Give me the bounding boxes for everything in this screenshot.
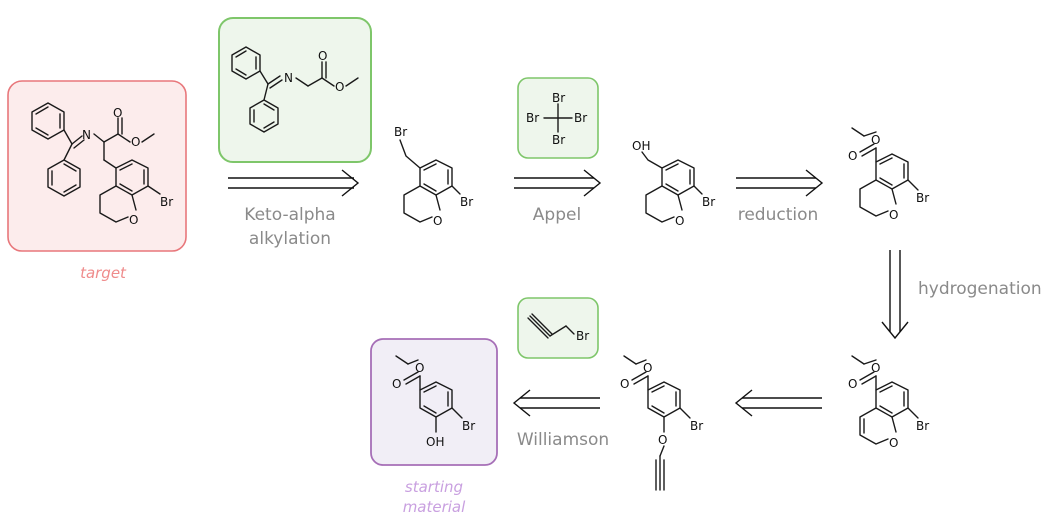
starting-material-box [370, 338, 498, 466]
propargyl-br-atom: Br [576, 329, 589, 343]
reagent-o-atom: O [318, 49, 327, 63]
intermediate3-ring-o-atom: O [889, 208, 898, 222]
intermediate3-carbonyl-o-atom: O [848, 149, 857, 163]
starting-material-label-line2: material [403, 498, 466, 516]
retro-arrow-1 [228, 169, 360, 197]
chromene-ester-intermediate: O O O Br [848, 355, 929, 450]
intermediate2-oh-atom: OH [632, 139, 650, 153]
propargyl-bromide-reagent: Br [527, 313, 589, 343]
intermediate1-ar-br-atom: Br [460, 195, 473, 209]
intermediate4-ester-o-atom: O [871, 361, 880, 375]
retro-arrow-2 [514, 169, 602, 197]
target-n-atom: N [82, 128, 91, 142]
cbr4-br-left: Br [526, 111, 539, 125]
intermediate1-o-atom: O [433, 214, 442, 228]
retro-arrow-6 [512, 389, 600, 417]
hydroxymethyl-intermediate: OH O Br [632, 139, 715, 228]
intermediate5-ester-o-atom: O [643, 361, 652, 375]
step-label-williamson: Williamson [517, 430, 609, 450]
intermediate3-br-atom: Br [916, 191, 929, 205]
reagent-ester-o-atom: O [335, 80, 344, 94]
intermediate2-o-atom: O [675, 214, 684, 228]
target-ring-o-atom: O [129, 213, 138, 227]
intermediate4-ring-o-atom: O [889, 436, 898, 450]
intermediate2-br-atom: Br [702, 195, 715, 209]
step-label-alkylation: alkylation [249, 229, 331, 249]
step-label-reduction: reduction [738, 205, 819, 225]
reagent-n-atom: N [284, 71, 293, 85]
cbr4-br-top: Br [552, 91, 565, 105]
target-molecule: N O O O Br [31, 102, 173, 227]
target-o-atom: O [113, 106, 122, 120]
glycine-imine-reagent: N O O [231, 46, 359, 133]
cbr4-br-bottom: Br [552, 133, 565, 147]
retro-arrow-3 [736, 169, 824, 197]
intermediate5-ether-o-atom: O [658, 433, 667, 447]
chromane-ester-intermediate: O O O Br [848, 127, 929, 222]
intermediate4-br-atom: Br [916, 419, 929, 433]
cbr4-reagent: Br Br Br Br [526, 91, 587, 147]
bromomethyl-intermediate: Br O Br [394, 125, 473, 228]
intermediate1-br-atom: Br [394, 125, 407, 139]
step-label-hydrogenation: hydrogenation [918, 279, 1042, 299]
intermediate3-ester-o-atom: O [871, 133, 880, 147]
sm-oh-atom: OH [426, 435, 444, 449]
sm-ester-o-atom: O [415, 361, 424, 375]
step-label-keto-alpha: Keto-alpha [244, 205, 335, 225]
sm-carbonyl-o-atom: O [392, 377, 401, 391]
propargyl-ether-intermediate: O O O Br [620, 355, 703, 491]
starting-material-label-line1: starting [405, 478, 463, 496]
target-br-atom: Br [160, 195, 173, 209]
cbr4-br-right: Br [574, 111, 587, 125]
intermediate5-br-atom: Br [690, 419, 703, 433]
target-label: target [80, 264, 127, 282]
target-box [7, 80, 187, 252]
retro-arrow-4 [881, 250, 909, 340]
retro-arrow-5 [734, 389, 822, 417]
target-ester-o-atom: O [131, 135, 140, 149]
starting-material-molecule: O O OH Br [392, 355, 475, 449]
sm-br-atom: Br [462, 419, 475, 433]
intermediate4-carbonyl-o-atom: O [848, 377, 857, 391]
step-label-appel: Appel [533, 205, 581, 225]
reagent-box-propargyl-bromide [517, 297, 599, 359]
reagent-box-glycine-imine [218, 17, 372, 163]
intermediate5-carbonyl-o-atom: O [620, 377, 629, 391]
